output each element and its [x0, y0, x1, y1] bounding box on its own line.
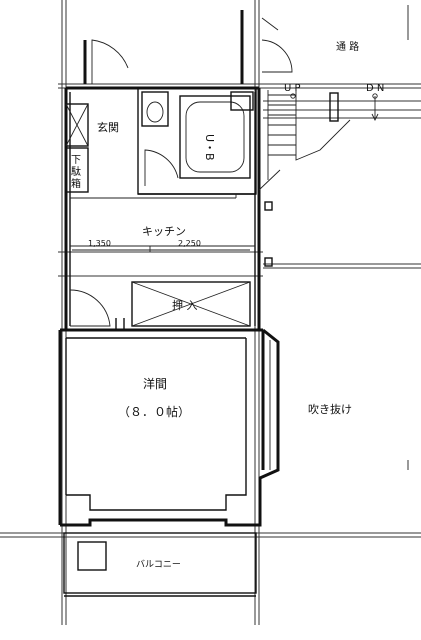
- bath-area: [137, 87, 257, 195]
- label-balcony: バルコニー: [136, 559, 181, 570]
- label-shoe-box-2: 駄: [71, 165, 81, 178]
- label-corridor: 通 路: [336, 40, 359, 53]
- grid-lines: [0, 0, 421, 625]
- upper-walls: [83, 10, 293, 84]
- label-up: U P: [284, 83, 301, 94]
- labels: 通 路 U P D N 玄関 U・B 下 駄 箱 キッチン 1,350 2,25…: [71, 40, 384, 570]
- label-western-room: 洋間: [143, 376, 167, 391]
- closet: [69, 281, 251, 330]
- label-shoe-box-1: 下: [71, 155, 81, 166]
- label-dim-left: 1,350: [88, 239, 111, 248]
- front-door-swing: [91, 39, 129, 84]
- balcony: [63, 532, 257, 597]
- label-unit-bath: U・B: [203, 134, 216, 161]
- stairs: [258, 90, 379, 267]
- label-void: 吹き抜け: [308, 402, 352, 416]
- label-entrance: 玄関: [97, 120, 119, 134]
- label-down: D N: [366, 83, 384, 94]
- label-closet: 押 入: [172, 298, 198, 312]
- left-closets: [65, 103, 89, 193]
- label-dim-right: 2,250: [178, 239, 201, 248]
- kitchen-area: [70, 194, 255, 252]
- unit-walls: [58, 86, 280, 527]
- room-door-swing: [69, 289, 111, 327]
- label-kitchen: キッチン: [142, 225, 186, 238]
- corridor-door-swing: [261, 39, 293, 73]
- label-shoe-box-3: 箱: [71, 177, 81, 190]
- label-western-room-size: （８．０帖）: [118, 404, 190, 419]
